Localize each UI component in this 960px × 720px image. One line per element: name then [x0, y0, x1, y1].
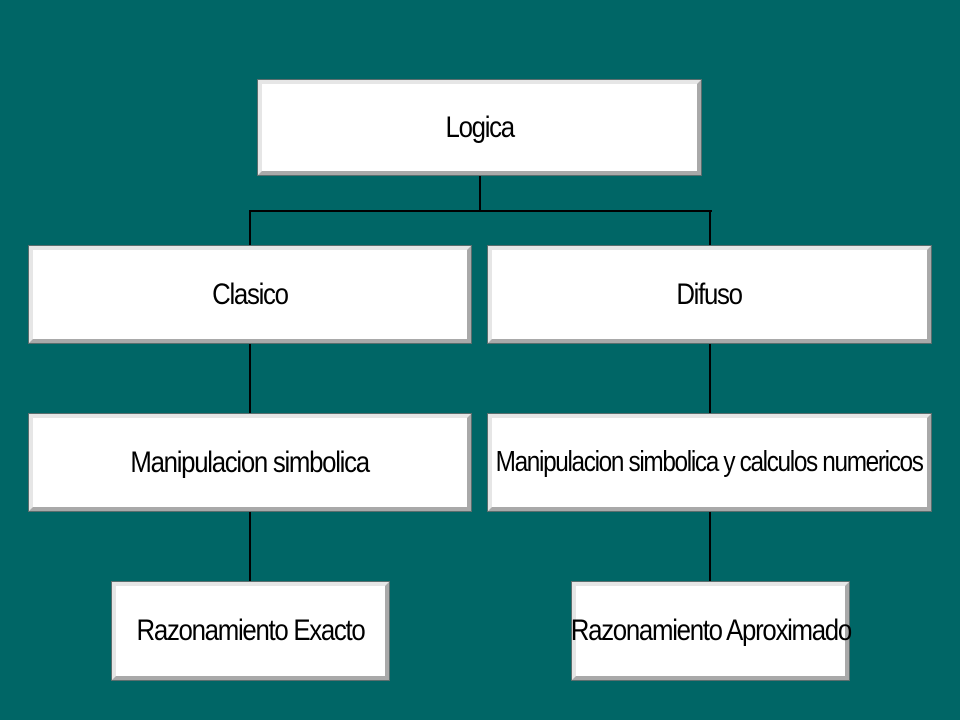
connector-difuso-to-manip — [709, 343, 711, 414]
node-logica-label: Logica — [445, 110, 515, 144]
node-clasico-label: Clasico — [212, 277, 289, 311]
node-razonamiento-aproximado: Razonamiento Aproximado — [570, 581, 852, 681]
node-difuso: Difuso — [487, 245, 932, 344]
connector-root-down — [479, 175, 481, 211]
node-manipulacion-simbolica: Manipulacion simbolica — [28, 413, 472, 512]
connector-manip-to-aproximado — [709, 511, 711, 582]
node-manipulacion-simbolica-calculos-label: Manipulacion simbolica y calculos numeri… — [496, 446, 924, 478]
node-razonamiento-exacto: Razonamiento Exacto — [111, 581, 390, 681]
connector-manip-to-exacto — [249, 511, 251, 582]
node-clasico: Clasico — [28, 245, 472, 344]
node-difuso-label: Difuso — [676, 277, 744, 311]
node-razonamiento-exacto-label: Razonamiento Exacto — [136, 614, 366, 647]
connector-to-clasico — [249, 210, 251, 246]
node-manipulacion-simbolica-calculos: Manipulacion simbolica y calculos numeri… — [487, 413, 932, 512]
connector-to-difuso — [709, 210, 711, 246]
node-manipulacion-simbolica-label: Manipulacion simbolica — [130, 445, 371, 479]
node-razonamiento-aproximado-label: Razonamiento Aproximado — [570, 614, 851, 647]
connector-horizontal-branch — [249, 210, 712, 212]
connector-clasico-to-manip — [249, 343, 251, 414]
node-logica: Logica — [257, 79, 702, 176]
